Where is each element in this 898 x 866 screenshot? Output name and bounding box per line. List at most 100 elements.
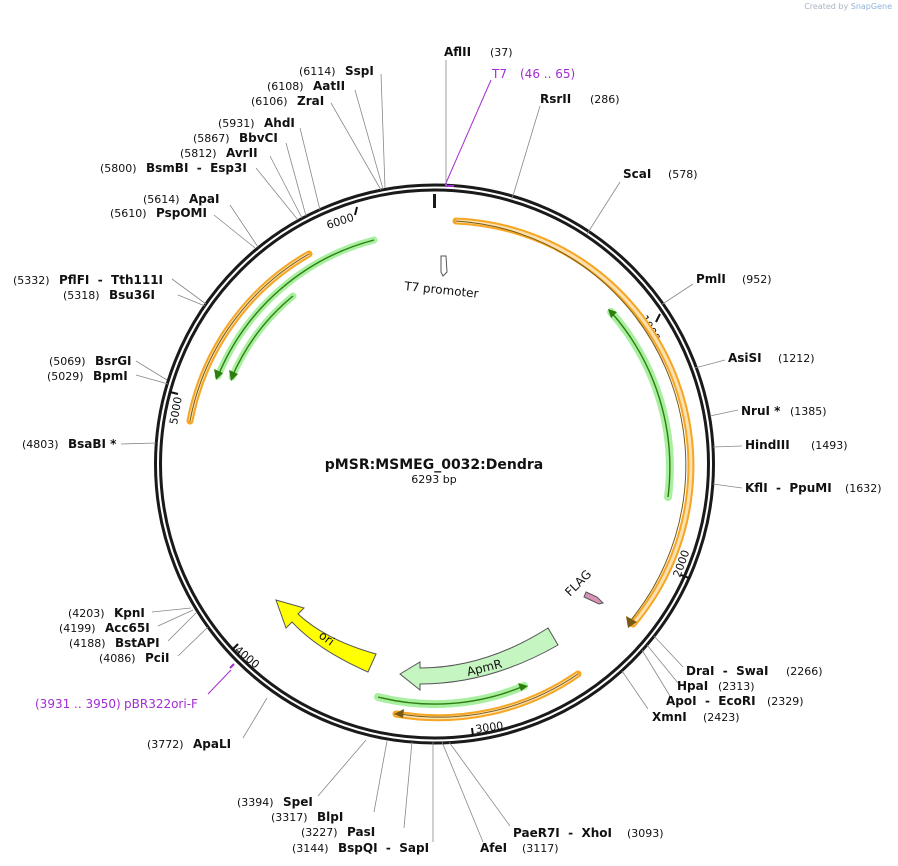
- site-apali: (3772)ApaLI: [147, 737, 231, 751]
- svg-text:PciI: PciI: [145, 651, 170, 665]
- svg-text:(2329): (2329): [767, 695, 804, 708]
- site-bsrgi: (5069) BsrGI: [49, 354, 132, 368]
- svg-text:HpaI: HpaI: [677, 679, 708, 693]
- snapgene-credit: Created by SnapGene: [804, 2, 892, 11]
- svg-text:DraI - SwaI: DraI - SwaI: [686, 664, 768, 678]
- svg-text:BsmBI - Esp3I: BsmBI - Esp3I: [146, 161, 247, 175]
- svg-text:(3227): (3227): [301, 826, 338, 839]
- site-nrui: NruI *(1385): [741, 404, 827, 418]
- svg-text:HindIII: HindIII: [745, 438, 790, 452]
- svg-text:BstAPI: BstAPI: [115, 636, 160, 650]
- primers: T7 (46 .. 65) (3931 .. 3950) pBR322ori-F: [35, 67, 575, 711]
- svg-text:AhdI: AhdI: [264, 116, 295, 130]
- svg-text:PaeR7I - XhoI: PaeR7I - XhoI: [513, 826, 612, 840]
- primer-t7-name: T7: [491, 67, 507, 81]
- site-pasi: (3227)PasI: [301, 825, 375, 839]
- svg-text:KflI - PpuMI: KflI - PpuMI: [745, 481, 832, 495]
- svg-text:BbvCI: BbvCI: [239, 131, 278, 145]
- svg-text:(1493): (1493): [811, 439, 848, 452]
- site-rsrii: RsrII(286): [540, 92, 620, 106]
- svg-text:ApoI - EcoRI: ApoI - EcoRI: [666, 694, 756, 708]
- svg-text:AvrII: AvrII: [226, 146, 258, 160]
- site-bsu36i: (5318) Bsu36I: [63, 288, 155, 302]
- site-hpai: HpaI (2313): [677, 679, 755, 693]
- site-bspqi-sapi: (3144) BspQI - SapI: [292, 841, 429, 855]
- apmr-feature: ApmR: [399, 627, 559, 692]
- svg-text:(3144): (3144): [292, 842, 329, 855]
- t7-promoter-label: T7 promoter: [403, 279, 480, 301]
- site-pmli: PmlI(952): [696, 272, 772, 286]
- svg-text:ApaLI: ApaLI: [193, 737, 231, 751]
- site-apai: (5614)ApaI: [143, 192, 219, 206]
- svg-text:(2313): (2313): [718, 680, 755, 693]
- svg-text:(4203): (4203): [68, 607, 105, 620]
- svg-text:(6114): (6114): [299, 65, 336, 78]
- site-bpmi: (5029)BpmI: [47, 369, 128, 383]
- svg-text:RsrII: RsrII: [540, 92, 571, 106]
- primer-pbr322-range: (3931 .. 3950): [35, 697, 121, 711]
- primer-pbr322-name: pBR322ori-F: [124, 697, 198, 711]
- svg-text:(5614): (5614): [143, 193, 180, 206]
- site-kpni: (4203)KpnI: [68, 606, 145, 620]
- primer-t7: T7 (46 .. 65): [491, 67, 575, 81]
- svg-text:(5318): (5318): [63, 289, 100, 302]
- svg-text:(578): (578): [668, 168, 698, 181]
- site-afei: AfeI(3117): [480, 841, 559, 855]
- orange-feature-right: [452, 217, 695, 628]
- site-blpi: (3317) BlpI: [271, 810, 343, 824]
- ori-feature: ori: [275, 599, 377, 673]
- svg-text:(5800): (5800): [100, 162, 137, 175]
- svg-text:Acc65I: Acc65I: [105, 621, 150, 635]
- svg-text:(1632): (1632): [845, 482, 882, 495]
- plasmid-title: pMSR:MSMEG_0032:Dendra 6293 bp: [325, 457, 543, 486]
- svg-text:(952): (952): [742, 273, 772, 286]
- svg-text:NruI *: NruI *: [741, 404, 781, 418]
- primer-pbr322ori-f: (3931 .. 3950) pBR322ori-F: [35, 697, 198, 711]
- svg-text:BsrGI: BsrGI: [95, 354, 132, 368]
- green-feature-right: [607, 308, 674, 501]
- svg-text:SpeI: SpeI: [283, 795, 313, 809]
- site-ahdi: (5931)AhdI: [218, 116, 295, 130]
- site-leader-lines: [120, 60, 743, 843]
- site-bsabi: (4803)BsaBI *: [22, 437, 117, 451]
- site-bsmbi-esp3i: (5800) BsmBI - Esp3I: [100, 161, 247, 175]
- site-paer7i-xhoi: PaeR7I - XhoI (3093): [513, 826, 664, 840]
- site-pcii: (4086)PciI: [99, 651, 170, 665]
- site-aatii: (6108)AatII: [267, 79, 345, 93]
- svg-text:BspQI - SapI: BspQI - SapI: [338, 841, 429, 855]
- svg-text:(3317): (3317): [271, 811, 308, 824]
- orange-feature-bottom: [392, 670, 582, 722]
- svg-text:SspI: SspI: [345, 64, 374, 78]
- site-pflfi-tth111i: (5332)PflFI - Tth111I: [13, 273, 163, 287]
- svg-text:XmnI: XmnI: [652, 710, 687, 724]
- svg-text:(5069): (5069): [49, 355, 86, 368]
- svg-text:Bsu36I: Bsu36I: [109, 288, 155, 302]
- svg-text:(6106): (6106): [251, 95, 288, 108]
- primer-lines: [207, 79, 492, 695]
- flag-feature: FLAG: [562, 567, 604, 605]
- site-scai: ScaI (578): [623, 167, 698, 181]
- t7-promoter-feature: T7 promoter: [403, 255, 480, 301]
- green-feature-left-outer: [214, 236, 378, 380]
- svg-text:(2423): (2423): [703, 711, 740, 724]
- svg-text:BsaBI *: BsaBI *: [68, 437, 117, 451]
- site-kfli-ppumi: KflI - PpuMI (1632): [745, 481, 882, 495]
- tick-4000: 4000: [231, 643, 262, 671]
- tick-label-6000: 6000: [325, 211, 356, 232]
- site-spei: (3394)SpeI: [237, 795, 313, 809]
- svg-text:ScaI: ScaI: [623, 167, 651, 181]
- svg-text:(3093): (3093): [627, 827, 664, 840]
- site-pspomi: (5610)PspOMI: [110, 206, 207, 220]
- svg-text:(2266): (2266): [786, 665, 823, 678]
- svg-text:(4199): (4199): [59, 622, 96, 635]
- svg-text:PflFI - Tth111I: PflFI - Tth111I: [59, 273, 163, 287]
- green-feature-bottom: [374, 682, 528, 709]
- svg-text:(3117): (3117): [522, 842, 559, 855]
- svg-text:BpmI: BpmI: [93, 369, 128, 383]
- site-xmni: XmnI (2423): [652, 710, 740, 724]
- svg-text:BlpI: BlpI: [317, 810, 343, 824]
- svg-text:(4188): (4188): [69, 637, 106, 650]
- plasmid-name: pMSR:MSMEG_0032:Dendra: [325, 457, 543, 473]
- site-afliii: AflII(37): [444, 45, 513, 59]
- svg-text:(5610): (5610): [110, 207, 147, 220]
